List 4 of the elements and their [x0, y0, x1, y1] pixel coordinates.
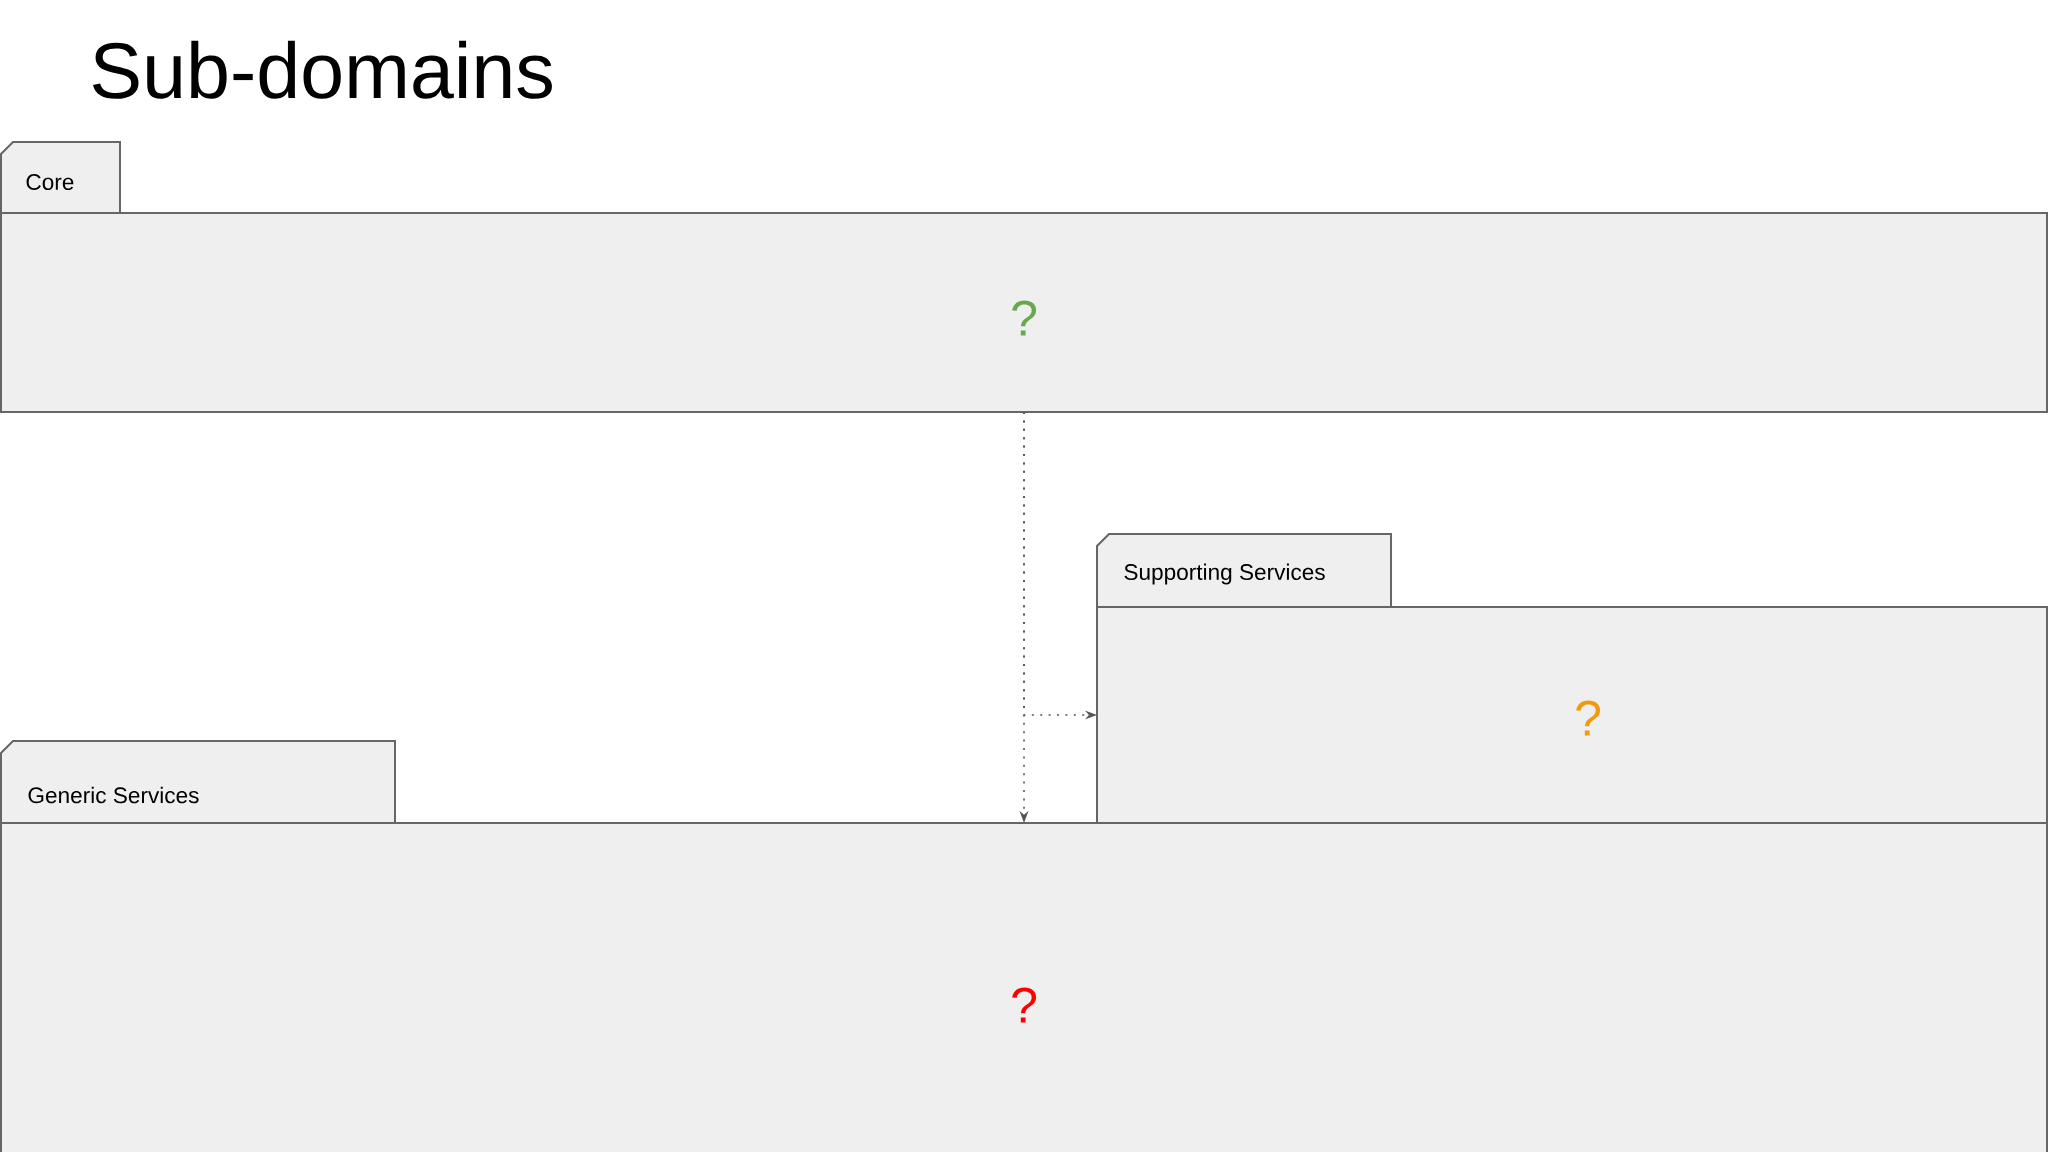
package-label: Generic Services: [28, 786, 199, 804]
package-label: Supporting Services: [1124, 563, 1325, 585]
package-label: Core: [26, 174, 74, 190]
title: Sub-domains: [93, 40, 552, 99]
